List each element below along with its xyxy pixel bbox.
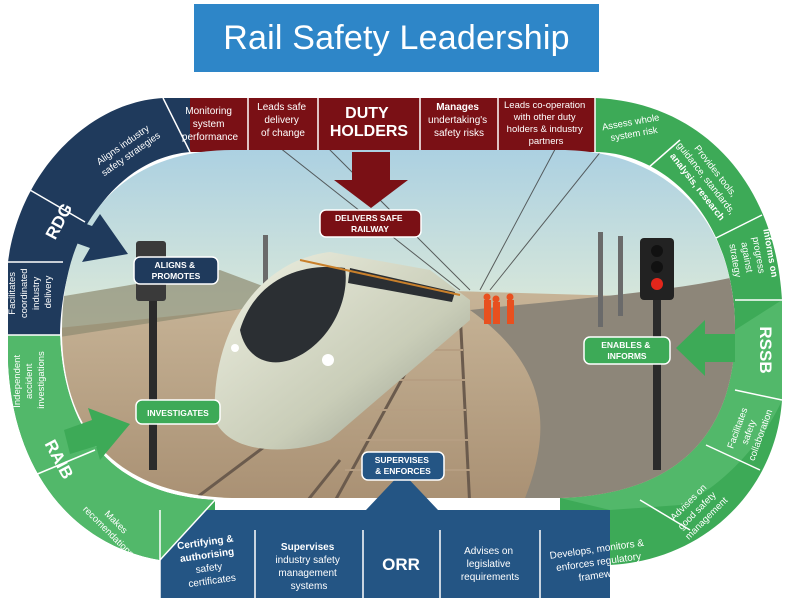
callout-supervises-line-1: SUPERVISES — [375, 455, 430, 465]
callouts: DELIVERS SAFE RAILWAY ALIGNS & PROMOTES … — [133, 209, 671, 481]
right-signal — [640, 238, 674, 470]
ring-right-green-lower — [560, 300, 782, 510]
svg-text:Develops, monitors & enf: Develops, monitors & enforces regulatory… — [549, 537, 651, 587]
supervises-line-1: Supervises — [281, 542, 335, 553]
facilitates-coord-line-2: coordinated — [19, 268, 30, 318]
train — [214, 252, 470, 450]
facilitates-coord-line-3: industry — [31, 276, 42, 310]
duty-holders-line-1: DUTY — [345, 105, 389, 122]
independent-line-1: Independent — [12, 355, 23, 408]
advises-leg-line-1: Advises on — [464, 546, 513, 557]
ring — [8, 97, 783, 598]
callout-enables-line-2: INFORMS — [607, 351, 647, 361]
svg-text:Manages undertaking': Manages undertaking's safety risks — [428, 102, 490, 139]
leads-coop-line-1: Leads co-operation — [504, 100, 585, 111]
supervises-line-2: industry safety — [275, 555, 339, 566]
svg-text:Monitoring system: Monitoring system performance — [182, 106, 239, 143]
top-texts: Monitoring system performance Leads safe… — [182, 100, 588, 147]
facilitates-coord-line-4: delivery — [43, 275, 54, 308]
leads-safe-line-2: delivery — [264, 115, 298, 126]
orr-label: ORR — [382, 555, 420, 574]
leads-coop-line-4: partners — [529, 136, 564, 147]
title-banner: Rail Safety Leadership — [194, 4, 599, 72]
leads-safe-line-1: Leads safe — [257, 102, 306, 113]
ring-left-navy — [8, 98, 190, 335]
callout-delivers-line-1: DELIVERS SAFE — [335, 213, 403, 223]
supervises-line-3: management — [278, 568, 337, 579]
monitoring-line-2: system — [193, 119, 225, 130]
independent-line-3: investigations — [36, 351, 47, 409]
callout-aligns-line-1: ALIGNS & — [155, 260, 196, 270]
arrow-raib — [64, 408, 130, 460]
advises-leg-line-3: requirements — [461, 572, 519, 583]
leads-coop-line-2: with other duty — [513, 112, 576, 123]
callout-investigates: INVESTIGATES — [147, 408, 209, 418]
svg-text:Leads safe delivery: Leads safe delivery of change — [257, 102, 309, 139]
ring-top-maroon — [163, 98, 595, 152]
svg-text:DELIVERS SAFE RAILWAY: DELIVERS SAFE RAILWAY — [335, 213, 405, 234]
rssb-label: RSSB — [756, 326, 775, 373]
supervises-line-4: systems — [291, 581, 328, 592]
leads-coop-line-3: holders & industry — [507, 124, 583, 135]
callout-supervises-line-2: & ENFORCES — [375, 466, 431, 476]
informs-line-3: against — [738, 241, 754, 273]
track-workers — [483, 293, 514, 324]
arrow-duty-holders — [334, 152, 408, 208]
callout-delivers-line-2: RAILWAY — [351, 224, 389, 234]
svg-text:Independent accident: Independent accident investigations — [12, 351, 47, 409]
ring-bottom-blue — [160, 510, 610, 598]
svg-text:Supervises industry safe: Supervises industry safety management sy… — [275, 542, 342, 592]
certifying-line-3: safety — [195, 561, 223, 576]
arrows — [62, 152, 735, 530]
leads-safe-line-3: of change — [261, 128, 305, 139]
arrow-orr — [366, 472, 438, 530]
arrow-rssb — [676, 320, 735, 376]
callout-aligns-line-2: PROMOTES — [152, 271, 201, 281]
svg-text:Leads co-operation w: Leads co-operation with other duty holde… — [504, 100, 588, 147]
svg-text:DUTY HOLDERS: DUTY HOLDERS — [330, 105, 409, 140]
duty-holders-line-2: HOLDERS — [330, 123, 409, 140]
manages-line-3: safety risks — [434, 128, 484, 139]
manages-line-2: undertaking's — [428, 115, 487, 126]
arrow-rdg — [62, 214, 128, 262]
page-title: Rail Safety Leadership — [223, 18, 570, 57]
svg-text:Facilitates coordinated: Facilitates coordinated industry deliver… — [7, 266, 54, 318]
facilitates-coord-line-1: Facilitates — [7, 272, 18, 315]
svg-text:ALIGNS & PROMOTES: ALIGNS & PROMOTES — [152, 260, 201, 281]
independent-line-2: accident — [24, 363, 35, 399]
ring-left-green-lower — [8, 335, 215, 560]
ring-dividers — [8, 97, 783, 598]
manages-line-1: Manages — [436, 102, 479, 113]
monitoring-line-1: Monitoring — [185, 106, 232, 117]
railway-scene — [62, 150, 735, 498]
monitoring-line-3: performance — [182, 132, 239, 143]
svg-text:SUPERVISES & ENFORCES: SUPERVISES & ENFORCES — [375, 455, 432, 476]
advises-leg-line-2: legislative — [467, 559, 511, 570]
svg-text:Advises on legislative: Advises on legislative requirements — [461, 546, 519, 583]
callout-enables-line-1: ENABLES & — [601, 340, 650, 350]
svg-text:ENABLES & INFORMS: ENABLES & INFORMS — [601, 340, 653, 361]
